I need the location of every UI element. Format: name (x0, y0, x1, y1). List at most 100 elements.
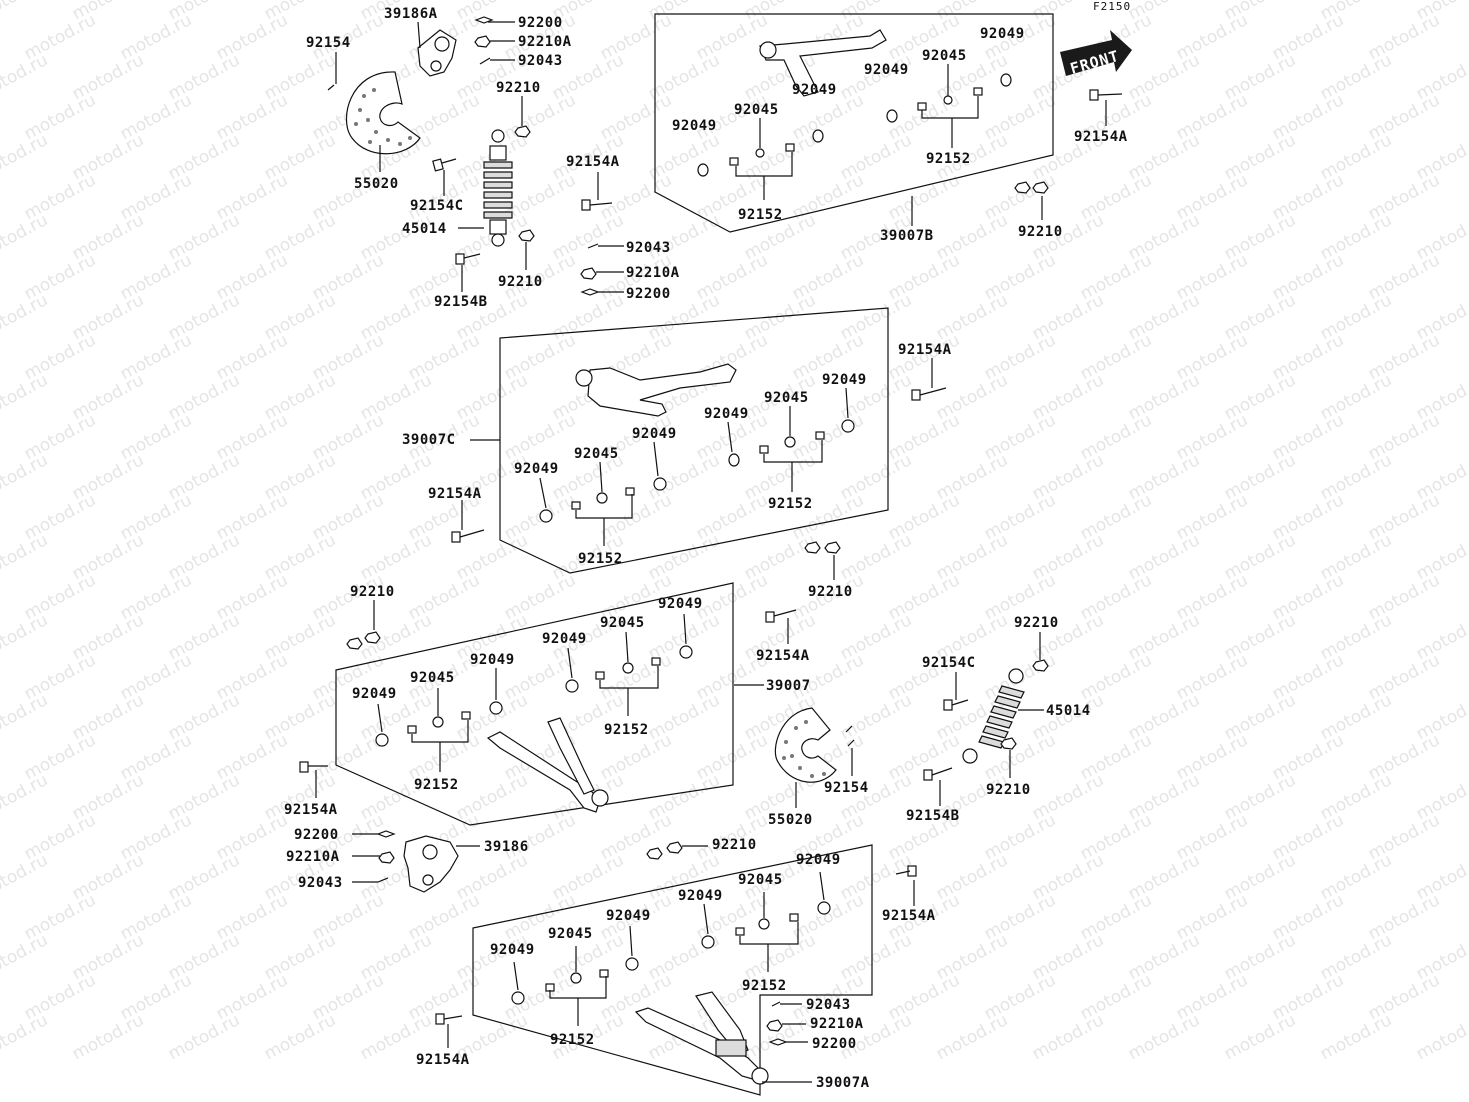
part-label[interactable]: 92049 (792, 82, 837, 98)
washer-icon (511, 991, 525, 1005)
part-label[interactable]: 92210 (496, 80, 541, 96)
part-label[interactable]: 92210 (986, 782, 1031, 798)
part-label[interactable]: 39007C (402, 432, 456, 448)
part-label[interactable]: 92210 (1018, 224, 1063, 240)
part-label[interactable]: 92045 (764, 390, 809, 406)
part-label[interactable]: 92154A (882, 908, 936, 924)
part-label[interactable]: 92210 (350, 584, 395, 600)
washer-icon (886, 109, 898, 123)
part-label[interactable]: 92152 (738, 207, 783, 223)
part-label[interactable]: 92049 (796, 852, 841, 868)
part-label[interactable]: 92043 (626, 240, 671, 256)
watermark-text: motod.ru (741, 1010, 819, 1064)
part-label[interactable]: 92154 (306, 35, 351, 51)
part-label[interactable]: 92152 (578, 551, 623, 567)
part-label[interactable]: 92152 (604, 722, 649, 738)
part-label[interactable]: 39007 (766, 678, 811, 694)
part-label[interactable]: 92049 (352, 686, 397, 702)
part-label[interactable]: 45014 (402, 221, 447, 237)
part-label[interactable]: 92049 (606, 908, 651, 924)
part-label[interactable]: 92200 (294, 827, 339, 843)
part-label[interactable]: 92152 (768, 496, 813, 512)
part-label[interactable]: 92154A (284, 802, 338, 818)
part-label[interactable]: 92154A (756, 648, 810, 664)
bushing-icon (755, 148, 765, 158)
part-label[interactable]: 92045 (574, 446, 619, 462)
part-label[interactable]: 92152 (414, 777, 459, 793)
part-label[interactable]: 92200 (518, 15, 563, 31)
part-label[interactable]: 92049 (632, 426, 677, 442)
sleeve-icon (625, 487, 635, 496)
part-label[interactable]: 45014 (1046, 703, 1091, 719)
part-label[interactable]: 92154A (898, 342, 952, 358)
part-label[interactable]: 39186 (484, 839, 529, 855)
part-label[interactable]: 92154C (410, 198, 464, 214)
part-label[interactable]: 92210A (810, 1016, 864, 1032)
part-label[interactable]: 39007A (816, 1075, 870, 1091)
leader-line (739, 922, 799, 972)
part-label[interactable]: 92154A (1074, 129, 1128, 145)
part-label[interactable]: 92154A (566, 154, 620, 170)
part-label[interactable]: 92049 (678, 888, 723, 904)
part-label[interactable]: 92210A (518, 34, 572, 50)
part-label[interactable]: 92210A (626, 265, 680, 281)
part-label[interactable]: 92045 (922, 48, 967, 64)
part-label[interactable]: 92049 (514, 461, 559, 477)
bolt-icon (299, 761, 328, 773)
part-label[interactable]: 92152 (550, 1032, 595, 1048)
brake-disc-icon (774, 707, 837, 783)
knuckle-icon (417, 29, 457, 77)
part-label[interactable]: 92043 (298, 875, 343, 891)
part-label[interactable]: 92045 (738, 872, 783, 888)
watermark-text: motod.ru (0, 50, 51, 104)
part-label[interactable]: 92049 (864, 62, 909, 78)
part-label[interactable]: 92043 (806, 997, 851, 1013)
leader-line (703, 903, 709, 935)
part-label[interactable]: 92154C (922, 655, 976, 671)
part-label[interactable]: 92049 (980, 26, 1025, 42)
part-label[interactable]: 92049 (672, 118, 717, 134)
part-label[interactable]: 39007B (880, 228, 934, 244)
part-label[interactable]: 92049 (658, 596, 703, 612)
part-label[interactable]: 92049 (490, 942, 535, 958)
part-label[interactable]: 92154A (428, 486, 482, 502)
part-label[interactable]: 92043 (518, 53, 563, 69)
part-label[interactable]: 92045 (600, 615, 645, 631)
leader-line (763, 440, 823, 492)
sleeve-icon (651, 657, 661, 666)
part-label[interactable]: 92154B (906, 808, 960, 824)
bushing-icon (596, 492, 608, 504)
part-label[interactable]: 92210 (808, 584, 853, 600)
part-label[interactable]: 92210 (498, 274, 543, 290)
part-label[interactable]: 39186A (384, 6, 438, 22)
sleeve-icon (759, 445, 769, 454)
part-label[interactable]: 92049 (704, 406, 749, 422)
part-label[interactable]: 92210A (286, 849, 340, 865)
part-label[interactable]: 92045 (410, 670, 455, 686)
part-label[interactable]: 92154B (434, 294, 488, 310)
part-label[interactable]: 92200 (812, 1036, 857, 1052)
part-label[interactable]: 92152 (742, 978, 787, 994)
part-label[interactable]: 92210 (1014, 615, 1059, 631)
part-label[interactable]: 92210 (712, 837, 757, 853)
sleeve-icon (545, 983, 555, 992)
sleeve-icon (595, 671, 605, 680)
part-label[interactable]: 55020 (768, 812, 813, 828)
upper-arm-icon (759, 29, 887, 97)
knuckle-icon (403, 835, 459, 893)
part-label[interactable]: 92045 (548, 926, 593, 942)
part-label[interactable]: 92152 (926, 151, 971, 167)
nut-icon (1032, 659, 1049, 672)
part-label[interactable]: 92049 (542, 631, 587, 647)
leader-line (727, 421, 733, 453)
part-label[interactable]: 92049 (822, 372, 867, 388)
part-label[interactable]: 92154A (416, 1052, 470, 1068)
part-label[interactable]: 92049 (470, 652, 515, 668)
nut-icon (518, 229, 535, 242)
part-label[interactable]: 92045 (734, 102, 779, 118)
part-label[interactable]: 55020 (354, 176, 399, 192)
part-label[interactable]: 92154 (824, 780, 869, 796)
watermark-text: motod.ru (69, 1010, 147, 1064)
part-label[interactable]: 92200 (626, 286, 671, 302)
